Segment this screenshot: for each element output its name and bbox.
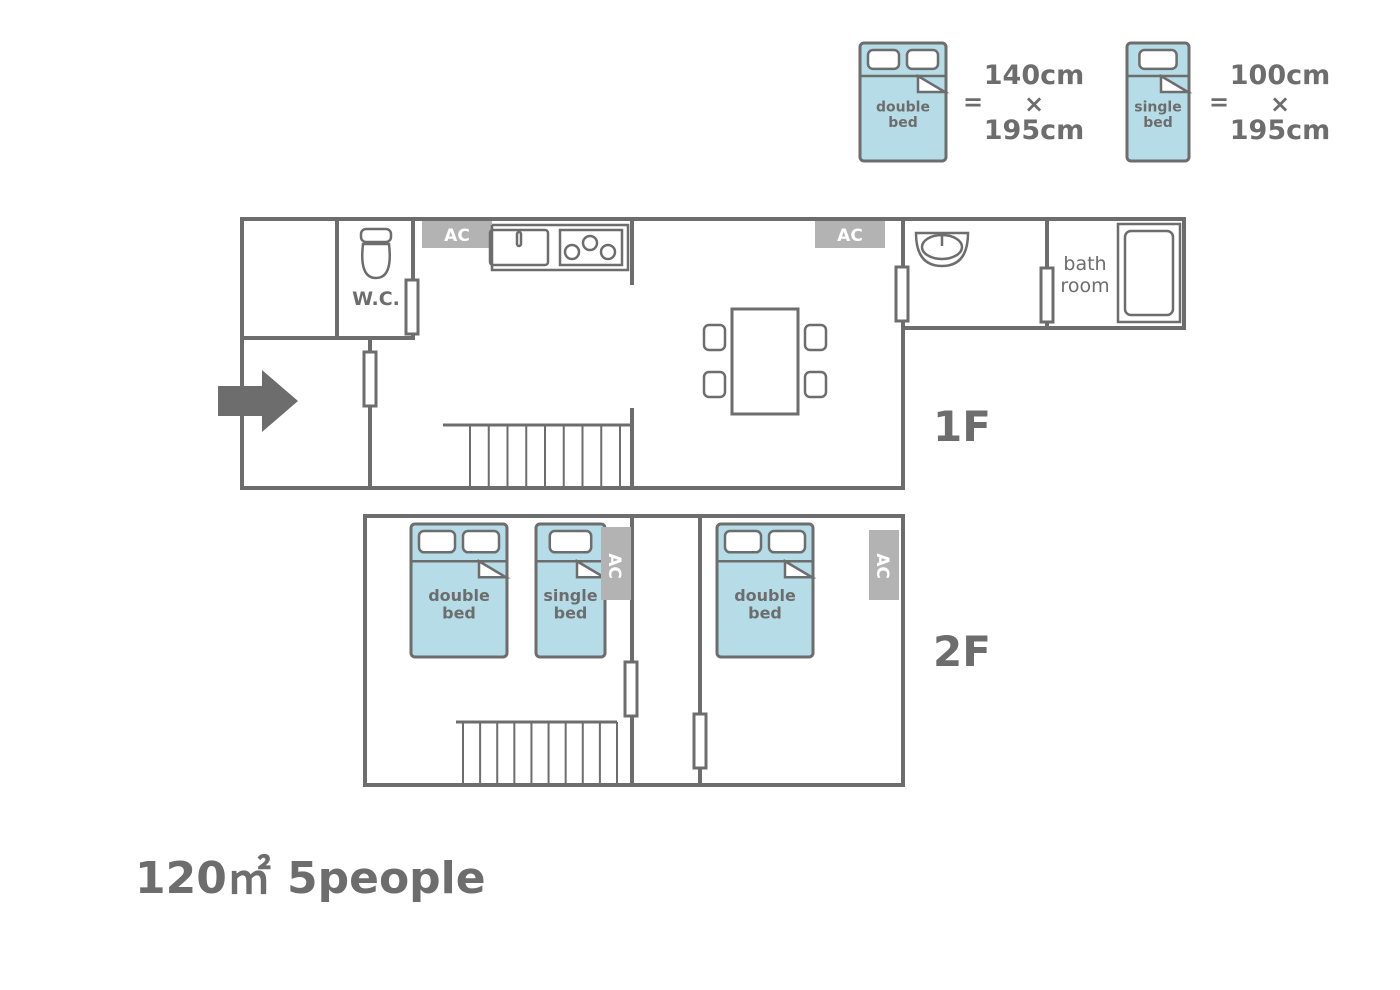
bed-label: single [1134,99,1181,115]
pillow [461,529,501,554]
bed-label: double [876,99,930,115]
pillow [905,48,940,71]
single-length: 195cm [1230,115,1331,146]
toilet-icon [359,227,393,280]
ac-label: AC [837,226,863,246]
legend-equals: = [963,88,983,116]
kitchen-counter [488,223,630,272]
ac-label: AC [872,553,892,579]
bed-label: double [734,586,796,605]
bed-label: bed [1143,115,1173,131]
pillow [866,48,901,71]
washbasin-icon [914,231,970,268]
ac-unit [601,527,631,600]
bed-label: bed [888,115,918,131]
chair [803,323,828,352]
interior-walls [242,219,1049,488]
floor-1-label: 1F [933,402,991,451]
ac-unit [422,221,492,248]
chair [803,370,828,399]
double-width: 140cm [984,60,1085,91]
legend-double-size: 140cm × 195cm [984,60,1085,146]
bath-label: bath [1063,253,1106,275]
bedroom-door[interactable] [692,712,708,770]
entrance-arrow-icon [218,370,298,432]
entry-door[interactable] [362,350,378,408]
pillow [548,529,593,554]
sink-icon [488,228,550,267]
floor-1-outer-wall [240,217,905,490]
ac-unit [869,530,899,600]
pillow [417,529,457,554]
times-sign: × [1270,90,1290,118]
floor-1: W.C. AC AC bath [218,217,1186,490]
single-width: 100cm [1230,60,1331,91]
ac-unit [815,221,885,248]
bathroom-door[interactable] [1039,266,1055,324]
bathtub-icon [1116,222,1182,324]
legend-equals: = [1209,88,1229,116]
stairs [456,720,618,785]
times-sign: × [1024,90,1044,118]
pillow [767,529,807,554]
pillow [1138,48,1178,71]
wc-label: W.C. [352,288,400,310]
annex-wall [903,217,1186,330]
dining-table [702,307,828,416]
capacity-label: 5people [287,853,486,904]
floor-2-label: 2F [933,627,991,676]
bed-label: single [543,586,597,605]
stove-icon [558,228,624,267]
interior-walls [630,516,702,785]
washroom-door[interactable] [894,265,910,323]
pillow [723,529,763,554]
legend-single-size: 100cm × 195cm [1230,60,1331,146]
chair [702,370,727,399]
bed-label: bed [554,604,588,623]
bed-label: double [428,586,490,605]
ac-label: AC [444,226,470,246]
wc-door[interactable] [404,278,420,336]
bed-label: bed [442,604,476,623]
area-label: 120㎡ [135,853,271,904]
stairs [443,423,632,488]
room-label: room [1060,275,1109,297]
chair [702,323,727,352]
double-length: 195cm [984,115,1085,146]
ac-label: AC [604,553,624,579]
bedroom-door[interactable] [623,660,639,718]
bed-label: bed [748,604,782,623]
